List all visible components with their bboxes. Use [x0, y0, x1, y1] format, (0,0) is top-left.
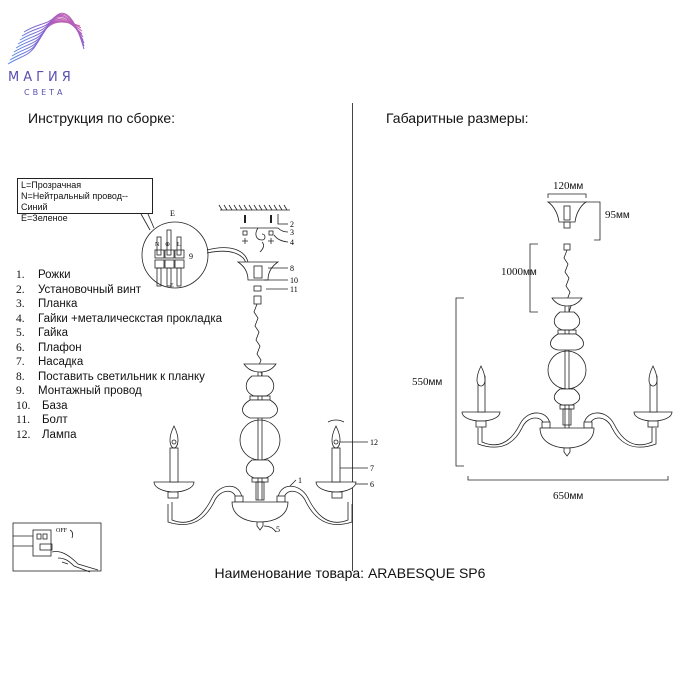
- part-number: 6.: [16, 341, 25, 354]
- section-divider: [352, 103, 353, 571]
- part-item: 9. Монтажный провод: [16, 384, 222, 399]
- part-number: 8.: [16, 370, 25, 383]
- part-item: 2. Установочный винт: [16, 283, 222, 298]
- part-number: 12.: [16, 428, 31, 441]
- connector-detail-diagram: E N ⊕ L 9 E: [140, 209, 249, 289]
- part-label: База: [42, 399, 68, 412]
- part-item: 12. Лампа: [16, 428, 222, 443]
- brand-logo: МАГИЯ СВЕТА: [6, 8, 86, 98]
- part-label: Поставить светильник к планку: [38, 370, 205, 383]
- part-label: Лампа: [42, 428, 77, 441]
- terminal-l-label: L: [177, 242, 181, 248]
- power-off-illustration: OFF: [12, 522, 102, 573]
- brand-subtitle: СВЕТА: [24, 88, 66, 97]
- dim-overall-width: 650мм: [553, 490, 584, 502]
- part-item: 7. Насадка: [16, 355, 222, 370]
- callout-12: 12: [370, 438, 378, 447]
- part-label: Планка: [38, 298, 78, 310]
- callout-1: 1: [298, 476, 302, 485]
- assembly-drawing: 2 3 4 8 10 11 5 1 12 7 6: [153, 204, 378, 534]
- part-item: 5. Гайка: [16, 326, 222, 341]
- part-label: Гайки +металическстая прокладка: [38, 312, 223, 325]
- callout-6: 6: [370, 480, 374, 489]
- terminal-block: [154, 229, 185, 287]
- dim-chain-length: 1000мм: [501, 266, 537, 278]
- turn-arrow-icon: [69, 529, 74, 539]
- part-number: 9.: [16, 385, 25, 397]
- brand-name: МАГИЯ: [8, 70, 75, 85]
- callout-8: 8: [290, 264, 294, 273]
- wave-logo-icon: [7, 12, 85, 65]
- legend-line: N=Нейтральный провод--Синий: [21, 191, 128, 212]
- part-label: Насадка: [38, 356, 84, 368]
- terminal-n-label: N: [155, 242, 160, 248]
- part-item: 8. Поставить светильник к планку: [16, 370, 222, 385]
- switch-off-label: OFF: [56, 528, 68, 534]
- callout-4: 4: [290, 238, 294, 247]
- dim-canopy-height: 95мм: [605, 209, 630, 221]
- part-label: Болт: [42, 414, 68, 426]
- part-label: Рожки: [38, 269, 71, 281]
- callout-5: 5: [276, 525, 280, 534]
- wiring-legend: L=Прозрачная N=Нейтральный провод--Синий…: [17, 178, 153, 223]
- part-label: Гайка: [38, 327, 69, 339]
- part-number: 3.: [16, 298, 25, 310]
- ceiling-hatch: [218, 204, 288, 211]
- part-number: 4.: [16, 312, 25, 325]
- terminal-bottom-label: E: [170, 283, 174, 289]
- part-label: Плафон: [38, 341, 82, 354]
- part-item: 1. Рожки: [16, 268, 222, 283]
- part-item: 4. Гайки +металическстая прокладка: [16, 312, 222, 327]
- dimensions-heading: Габаритные размеры:: [386, 110, 529, 126]
- part-number: 10.: [16, 399, 31, 412]
- rotate-arrow-icon: [327, 419, 345, 423]
- part-item: 6. Плафон: [16, 341, 222, 356]
- part-number: 1.: [16, 269, 25, 281]
- part-item: 11. Болт: [16, 413, 222, 428]
- callout-2: 2: [290, 220, 294, 229]
- part-number: 2.: [16, 283, 25, 296]
- legend-line: L=Прозрачная: [21, 180, 82, 190]
- terminal-top-label: E: [170, 209, 175, 218]
- part-number: 11.: [16, 414, 30, 426]
- dimensions-drawing: [455, 193, 673, 481]
- part-item: 10. База: [16, 399, 222, 414]
- callout-11: 11: [290, 285, 298, 294]
- terminal-ground-label: ⊕: [165, 242, 170, 248]
- callout-3: 3: [290, 228, 294, 237]
- parts-list: 1. Рожки 2. Установочный винт 3. Планка 4. Гайк…: [16, 268, 222, 442]
- part-number: 5.: [16, 327, 25, 339]
- dim-canopy-width: 120мм: [553, 180, 584, 192]
- dim-body-height: 550мм: [412, 376, 443, 388]
- part-label: Монтажный провод: [38, 385, 142, 397]
- wire-callout-9: 9: [189, 252, 193, 261]
- product-name: Наименование товара: ARABESQUE SP6: [214, 565, 486, 581]
- part-number: 7.: [16, 356, 25, 368]
- callout-10: 10: [290, 276, 298, 285]
- assembly-heading: Инструкция по сборке:: [28, 110, 176, 126]
- legend-line: E=Зеленое: [21, 213, 68, 223]
- callout-7: 7: [370, 464, 374, 473]
- part-item: 3. Планка: [16, 297, 222, 312]
- part-label: Установочный винт: [38, 283, 142, 296]
